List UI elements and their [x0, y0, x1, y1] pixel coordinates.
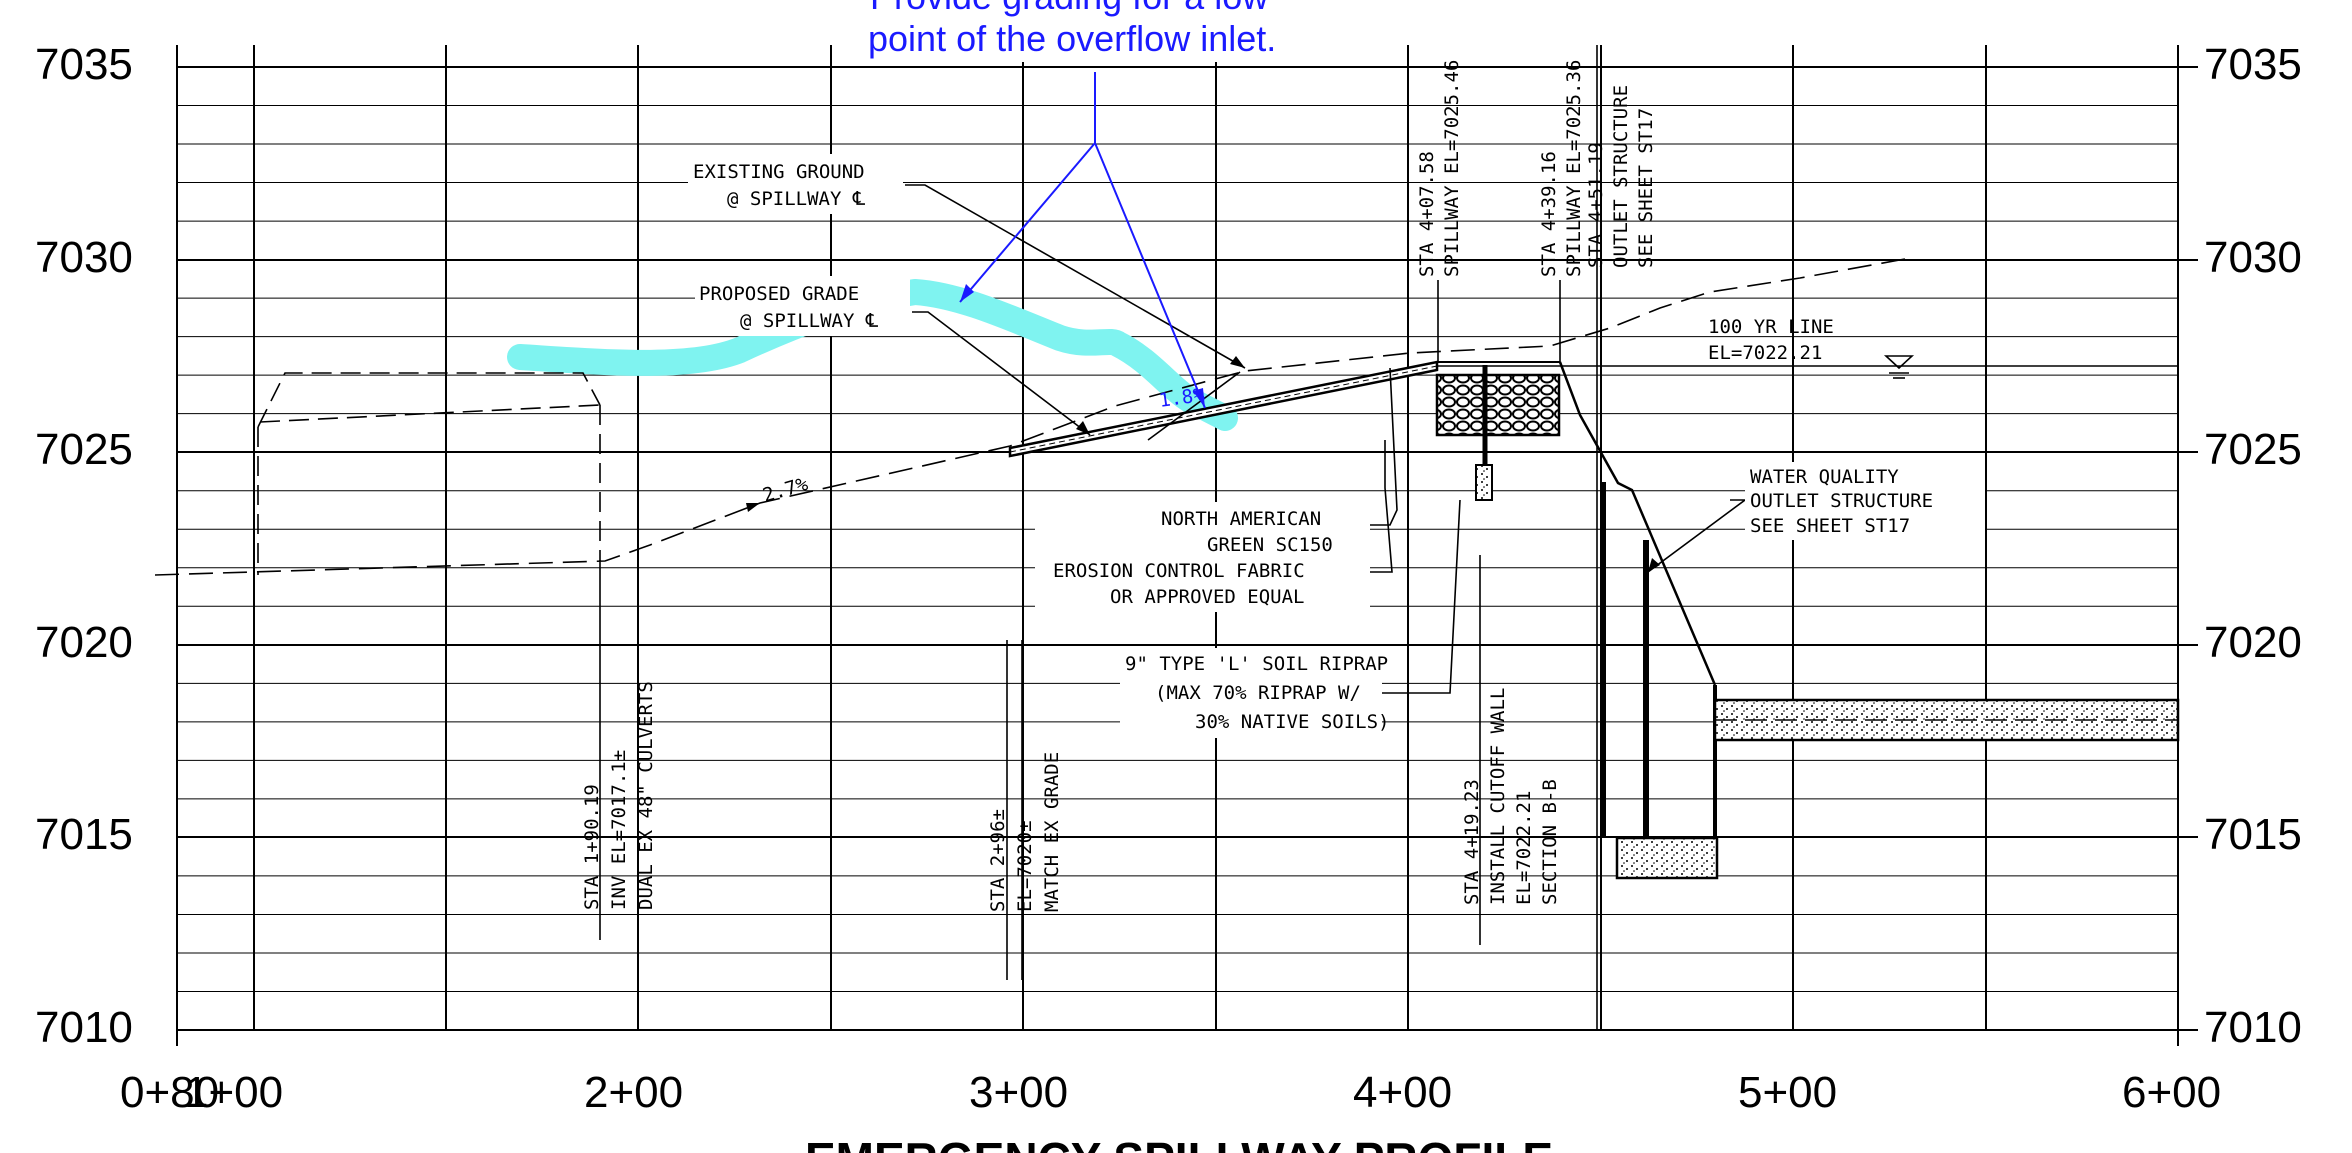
review-note-line-2: point of the overflow inlet. — [868, 18, 1276, 59]
callout-text: @ SPILLWAY ℄ — [727, 188, 866, 210]
station-axis: 0+80 1+00 2+00 3+00 4+00 5+00 6+00 — [120, 1068, 2221, 1117]
proposed-grade — [1008, 360, 1560, 458]
vertical-label: STA 4+51.19 — [1585, 142, 1607, 268]
elevation-tick-marks — [2162, 66, 2198, 1031]
review-markup: Provide grading for a low point of the o… — [860, 0, 1300, 409]
vertical-label: STA 4+07.58 — [1416, 151, 1438, 277]
elevation-label: 7015 — [2204, 810, 2302, 859]
callout-text: GREEN SC150 — [1207, 534, 1333, 556]
existing-culvert-outline — [257, 372, 601, 575]
vertical-label: DUAL EX 48" CULVERTS — [635, 681, 657, 910]
callout-wq-outlet: WATER QUALITY OUTLET STRUCTURE SEE SHEET… — [1745, 462, 1985, 540]
callout-text: @ SPILLWAY ℄ — [740, 310, 879, 332]
vertical-label: EL=7022.21 — [1513, 791, 1535, 905]
callout-fabric: NORTH AMERICAN GREEN SC150 EROSION CONTR… — [1035, 502, 1370, 612]
outlet-structure — [1558, 361, 2180, 880]
elevation-label: 7020 — [35, 618, 133, 667]
callout-text: (MAX 70% RIPRAP W/ — [1155, 682, 1361, 704]
review-note-line-1: Provide grading for a low — [870, 0, 1269, 17]
vertical-label: SPILLWAY EL=7025.46 — [1441, 60, 1463, 277]
vertical-label: SPILLWAY EL=7025.36 — [1563, 60, 1585, 277]
vertical-label: INV EL=7017.1± — [608, 750, 630, 910]
elevation-label: 7010 — [35, 1003, 133, 1052]
elevation-label: 7020 — [2204, 618, 2302, 667]
station-label: 2+00 — [584, 1068, 683, 1117]
vertical-label: STA 1+90.19 — [581, 784, 603, 910]
elevation-label: 7035 — [2204, 40, 2302, 89]
vertical-label: EL=7020± — [1014, 820, 1036, 912]
elevation-label: 7025 — [35, 425, 133, 474]
station-label: 0+80 — [120, 1068, 219, 1117]
callout-text: NORTH AMERICAN — [1161, 508, 1321, 530]
vertical-label: MATCH EX GRADE — [1041, 752, 1063, 912]
station-note-296: STA 2+96± EL=7020± MATCH EX GRADE — [987, 752, 1063, 912]
callout-text: 30% NATIVE SOILS) — [1195, 711, 1389, 733]
callout-text: 100 YR LINE — [1708, 316, 1834, 338]
station-label: 4+00 — [1353, 1068, 1452, 1117]
callout-text: EL=7022.21 — [1708, 342, 1822, 364]
callout-text: OUTLET STRUCTURE — [1750, 490, 1933, 512]
existing-ground-line — [154, 258, 1906, 576]
station-note-190: STA 1+90.19 INV EL=7017.1± DUAL EX 48" C… — [581, 681, 657, 910]
station-note-439: STA 4+39.16 SPILLWAY EL=7025.36 — [1538, 60, 1585, 277]
callout-riprap: 9" TYPE 'L' SOIL RIPRAP (MAX 70% RIPRAP … — [1120, 648, 1389, 738]
elevation-label: 7035 — [35, 40, 133, 89]
elevation-label: 7010 — [2204, 1003, 2302, 1052]
station-label: 1+00 — [184, 1068, 283, 1117]
riprap-block — [1435, 365, 1561, 501]
vertical-label: OUTLET STRUCTURE — [1610, 85, 1632, 268]
callout-text: PROPOSED GRADE — [699, 283, 859, 305]
callout-hundred-yr: 100 YR LINE EL=7022.21 — [1708, 316, 1834, 364]
elevation-axis-right: 7035 7030 7025 7020 7015 7010 — [2204, 40, 2302, 1052]
callout-arrowheads — [746, 356, 1660, 572]
callout-text: EROSION CONTROL FABRIC — [1053, 560, 1305, 582]
callout-text: SEE SHEET ST17 — [1750, 515, 1910, 537]
station-note-419: STA 4+19.23 INSTALL CUTOFF WALL EL=7022.… — [1461, 688, 1561, 905]
station-label: 6+00 — [2122, 1068, 2221, 1117]
vertical-label: SEE SHEET ST17 — [1635, 108, 1657, 268]
vertical-label: SECTION B-B — [1539, 779, 1561, 905]
station-label: 3+00 — [969, 1068, 1068, 1117]
vertical-label: STA 4+39.16 — [1538, 151, 1560, 277]
callout-proposed-grade: PROPOSED GRADE @ SPILLWAY ℄ — [695, 276, 910, 336]
station-leader-lines — [599, 45, 1598, 1030]
station-note-451: STA 4+51.19 OUTLET STRUCTURE SEE SHEET S… — [1585, 85, 1657, 268]
station-label: 5+00 — [1738, 1068, 1837, 1117]
elevation-label: 7030 — [35, 233, 133, 282]
drawing-title: EMERGENCY SPILLWAY PROFILE — [805, 1133, 1553, 1153]
elevation-label: 7030 — [2204, 233, 2302, 282]
station-note-407: STA 4+07.58 SPILLWAY EL=7025.46 — [1416, 60, 1463, 277]
vertical-label: INSTALL CUTOFF WALL — [1487, 688, 1509, 905]
slope-label-existing: 2.7% — [760, 473, 811, 507]
callout-text: 9" TYPE 'L' SOIL RIPRAP — [1125, 653, 1388, 675]
highlight-markup — [507, 279, 1238, 431]
elevation-label: 7015 — [35, 810, 133, 859]
callout-text: WATER QUALITY — [1750, 466, 1899, 488]
callout-text: OR APPROVED EQUAL — [1110, 586, 1304, 608]
elevation-label: 7025 — [2204, 425, 2302, 474]
callout-text: EXISTING GROUND — [693, 161, 865, 183]
elevation-axis-left: 7035 7030 7025 7020 7015 7010 — [35, 40, 133, 1052]
vertical-label: STA 2+96± — [987, 809, 1009, 912]
callout-existing-ground: EXISTING GROUND @ SPILLWAY ℄ — [688, 154, 903, 214]
station-tick-marks — [176, 1030, 2179, 1046]
vertical-label: STA 4+19.23 — [1461, 779, 1483, 905]
